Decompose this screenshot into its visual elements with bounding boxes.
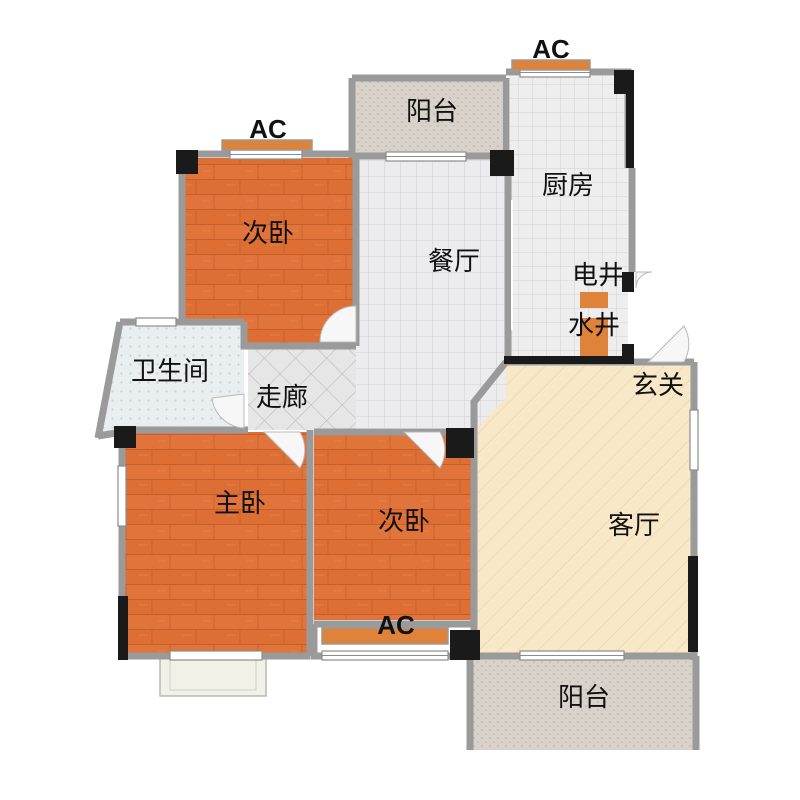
ac-unit-bottom xyxy=(321,627,449,645)
doors xyxy=(211,271,690,469)
door-second-bedroom-bottom xyxy=(402,431,446,469)
ac-units xyxy=(221,59,591,645)
room-label-corridor: 走廊 xyxy=(256,383,308,413)
master-bedroom-floor xyxy=(122,432,310,654)
room-label-balcony-top: 阳台 xyxy=(406,97,458,127)
room-label-second-bedroom-bottom: 次卧 xyxy=(378,507,430,537)
second-bedroom-bottom-floor xyxy=(314,432,474,620)
water-shaft-floor xyxy=(580,318,608,358)
balcony-bottom-floor xyxy=(470,656,696,750)
door-second-bedroom-top xyxy=(319,305,357,343)
ac-unit-top-right xyxy=(511,59,591,71)
room-label-second-bedroom-top: 次卧 xyxy=(242,219,294,249)
second-bedroom-top-floor xyxy=(182,158,356,348)
living-room-floor xyxy=(474,362,694,656)
door-entrance xyxy=(646,325,690,363)
ac-label-top-left: AC xyxy=(249,114,287,144)
bathroom-floor xyxy=(98,322,244,438)
door-bathroom xyxy=(211,393,245,429)
room-label-living-room: 客厅 xyxy=(608,511,660,541)
bay-window-inner xyxy=(169,655,257,691)
room-label-electric-shaft: 电井 xyxy=(572,261,624,291)
windows xyxy=(117,67,699,661)
ac-label-top-right: AC xyxy=(532,34,570,64)
balcony-top-floor xyxy=(352,78,502,154)
ac-label-bottom: AC xyxy=(377,610,415,640)
door-shaft xyxy=(635,271,653,289)
room-label-bathroom: 卫生间 xyxy=(131,357,209,387)
ac-unit-top-left xyxy=(221,139,313,151)
kitchen-floor xyxy=(510,76,628,358)
room-label-kitchen: 厨房 xyxy=(542,171,594,201)
door-master-bedroom xyxy=(262,431,306,469)
room-label-entrance: 玄关 xyxy=(632,371,684,401)
room-label-dining: 餐厅 xyxy=(428,247,480,277)
room-label-balcony-bottom: 阳台 xyxy=(558,683,610,713)
pillars xyxy=(114,70,698,660)
room-label-master-bedroom: 主卧 xyxy=(214,489,266,519)
dining-floor xyxy=(356,158,506,428)
electric-shaft-floor xyxy=(580,292,608,308)
corridor-floor xyxy=(248,348,356,430)
room-label-water-shaft: 水井 xyxy=(568,311,620,341)
